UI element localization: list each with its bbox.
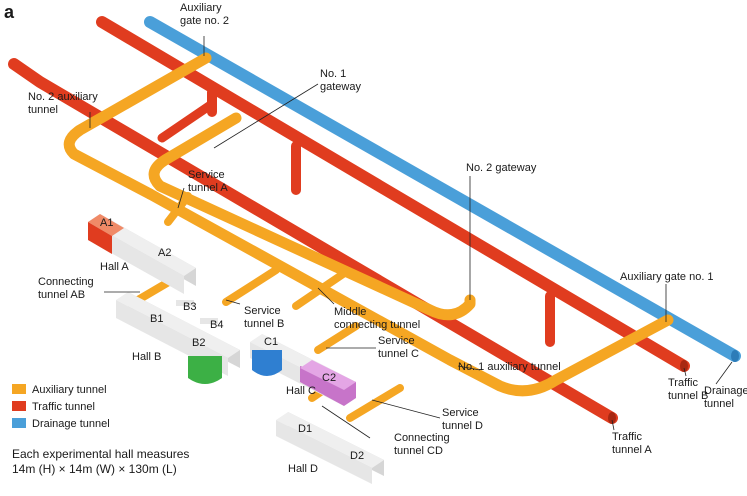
hall-a1-label: A1 [100, 217, 113, 229]
hall-c-label: Hall C [286, 385, 316, 397]
hall-dimension-note: Each experimental hall measures 14m (H) … [12, 447, 189, 476]
label-gateway-1: No. 1 gateway [320, 68, 361, 93]
label-gateway-2: No. 2 gateway [466, 162, 537, 174]
label-connecting-ab: Connecting tunnel AB [38, 276, 97, 301]
legend: Auxiliary tunnel Traffic tunnel Drainage… [12, 384, 110, 430]
label-aux-gate-2: Auxiliary gate no. 2 [180, 2, 229, 27]
hall-a-label: Hall A [100, 261, 129, 273]
hall-b2-label: B2 [192, 337, 205, 349]
legend-swatch-auxiliary [12, 384, 26, 394]
hall-c: C1 C2 Hall C [250, 334, 356, 406]
traffic-tunnel-b [96, 16, 690, 372]
hall-b1-label: B1 [150, 313, 163, 325]
hall-b4-label: B4 [210, 319, 223, 331]
label-service-c: Service tunnel C [378, 335, 419, 360]
hall-c2-label: C2 [322, 372, 336, 384]
hall-b: B1 B2 B3 B4 Hall B [116, 292, 240, 384]
hall-a: A1 A2 Hall A [88, 214, 196, 294]
label-service-d: Service tunnel D [442, 407, 483, 432]
leader-lines [89, 36, 733, 439]
label-aux-tunnel-2: No. 2 auxiliary tunnel [28, 91, 101, 116]
hall-b3-label: B3 [183, 301, 196, 313]
legend-swatch-drainage [12, 418, 26, 428]
label-connecting-cd: Connecting tunnel CD [394, 432, 453, 457]
drainage-tunnel [144, 16, 741, 362]
hall-d1-label: D1 [298, 423, 312, 435]
label-aux-tunnel-1: No. 1 auxiliary tunnel [458, 361, 561, 373]
label-service-a: Service tunnel A [188, 169, 228, 194]
label-service-b: Service tunnel B [244, 305, 284, 330]
panel-label: a [4, 2, 15, 22]
traffic-cross-connections [157, 87, 555, 347]
hall-d: D1 D2 Hall D [276, 412, 384, 484]
hall-c1-label: C1 [264, 336, 278, 348]
hall-b-label: Hall B [132, 351, 161, 363]
legend-label-traffic: Traffic tunnel [32, 401, 95, 413]
hall-d2-label: D2 [350, 450, 364, 462]
label-middle-connecting: Middle connecting tunnel [334, 306, 420, 331]
label-aux-gate-1: Auxiliary gate no. 1 [620, 271, 714, 283]
legend-label-auxiliary: Auxiliary tunnel [32, 384, 107, 396]
label-traffic-b: Traffic tunnel B [668, 377, 708, 402]
legend-swatch-traffic [12, 401, 26, 411]
auxiliary-tunnels [63, 52, 674, 422]
hall-a2-label: A2 [158, 247, 171, 259]
label-drainage: Drainage tunnel [704, 385, 747, 410]
hall-d-label: Hall D [288, 463, 318, 475]
note-line-2: 14m (H) × 14m (W) × 130m (L) [12, 462, 177, 476]
label-traffic-a: Traffic tunnel A [612, 431, 652, 456]
legend-label-drainage: Drainage tunnel [32, 418, 110, 430]
note-line-1: Each experimental hall measures [12, 447, 189, 461]
